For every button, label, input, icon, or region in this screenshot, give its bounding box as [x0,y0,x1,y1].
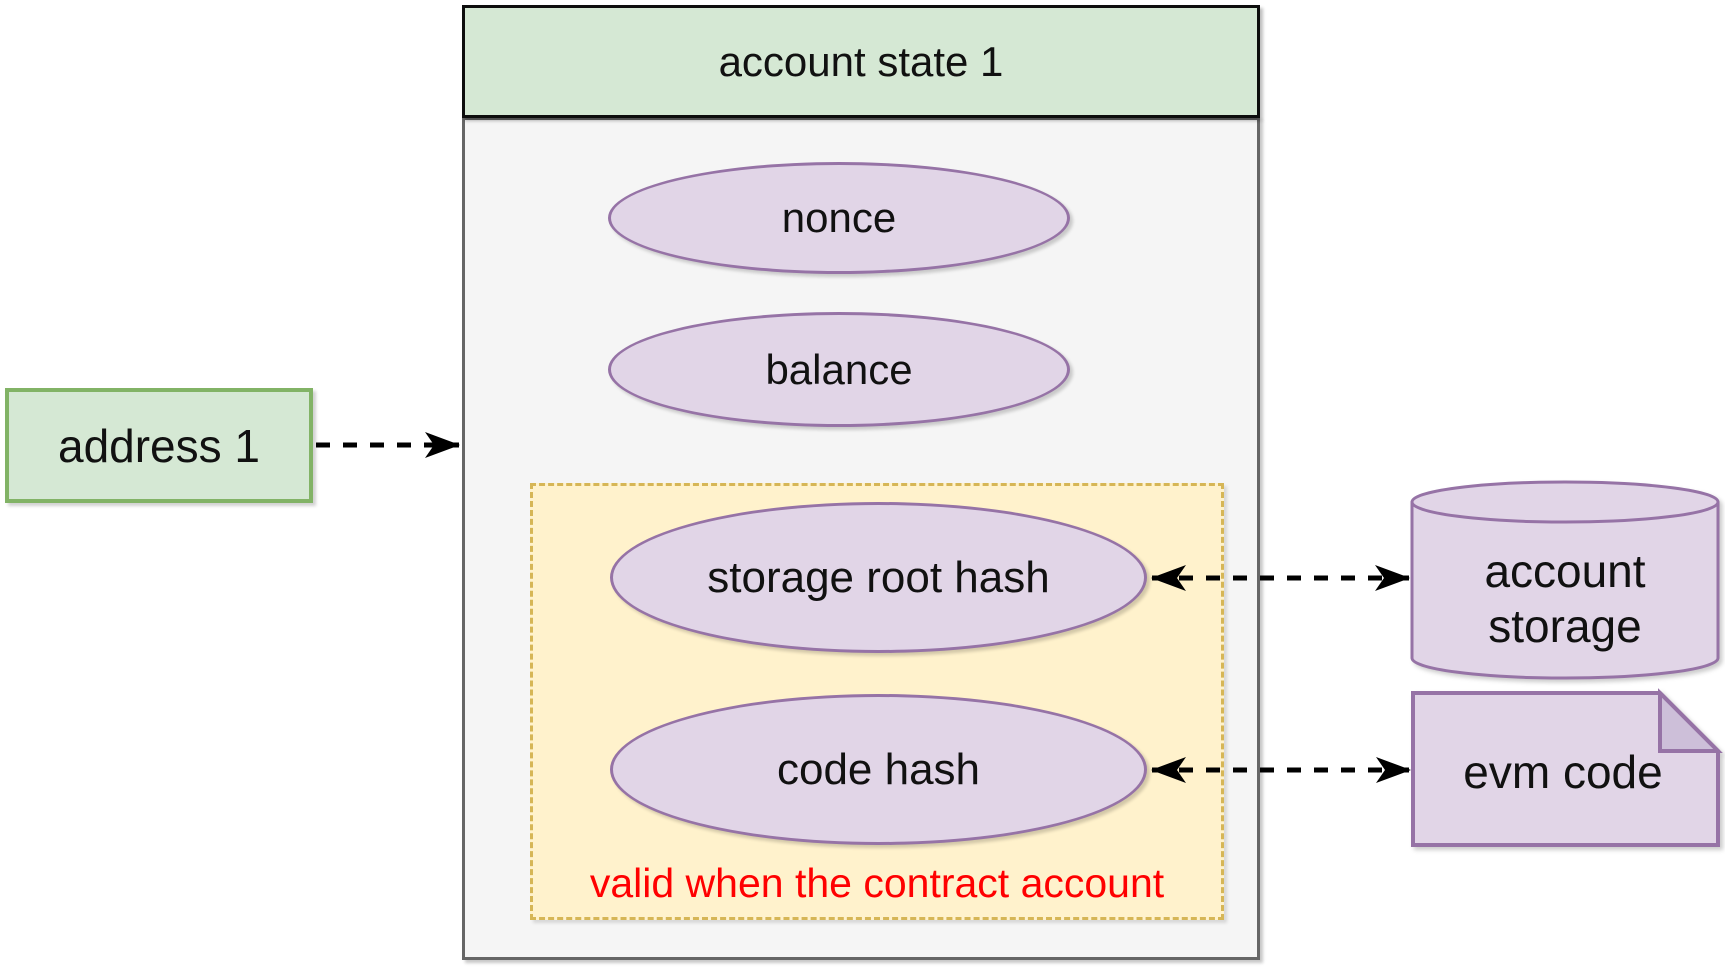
account-storage-cylinder: account storage [1410,480,1720,680]
evm-code-note: evm code [1411,688,1723,847]
cylinder-lid [1410,480,1720,524]
code-hash-label: code hash [776,744,981,794]
account-storage-label-line2: storage [1488,600,1641,652]
note-fold-corner [1658,688,1723,753]
cylinder-body [1410,502,1720,680]
note-body [1411,691,1720,847]
account-storage-label-line1: account [1484,545,1645,597]
address-box: address 1 [5,388,313,503]
balance-label: balance [765,345,913,393]
code-hash-ellipse: code hash [610,694,1147,845]
storage-root-hash-label: storage root hash [707,552,1050,602]
balance-ellipse: balance [608,312,1070,427]
evm-code-label: evm code [1463,746,1662,798]
nonce-label: nonce [781,194,897,241]
contract-validity-note: valid when the contract account [589,860,1165,906]
address-label: address 1 [57,419,260,472]
account-state-header: account state 1 [462,5,1260,118]
storage-root-hash-ellipse: storage root hash [610,502,1147,653]
account-state-title: account state 1 [718,37,1004,85]
nonce-ellipse: nonce [608,162,1070,274]
